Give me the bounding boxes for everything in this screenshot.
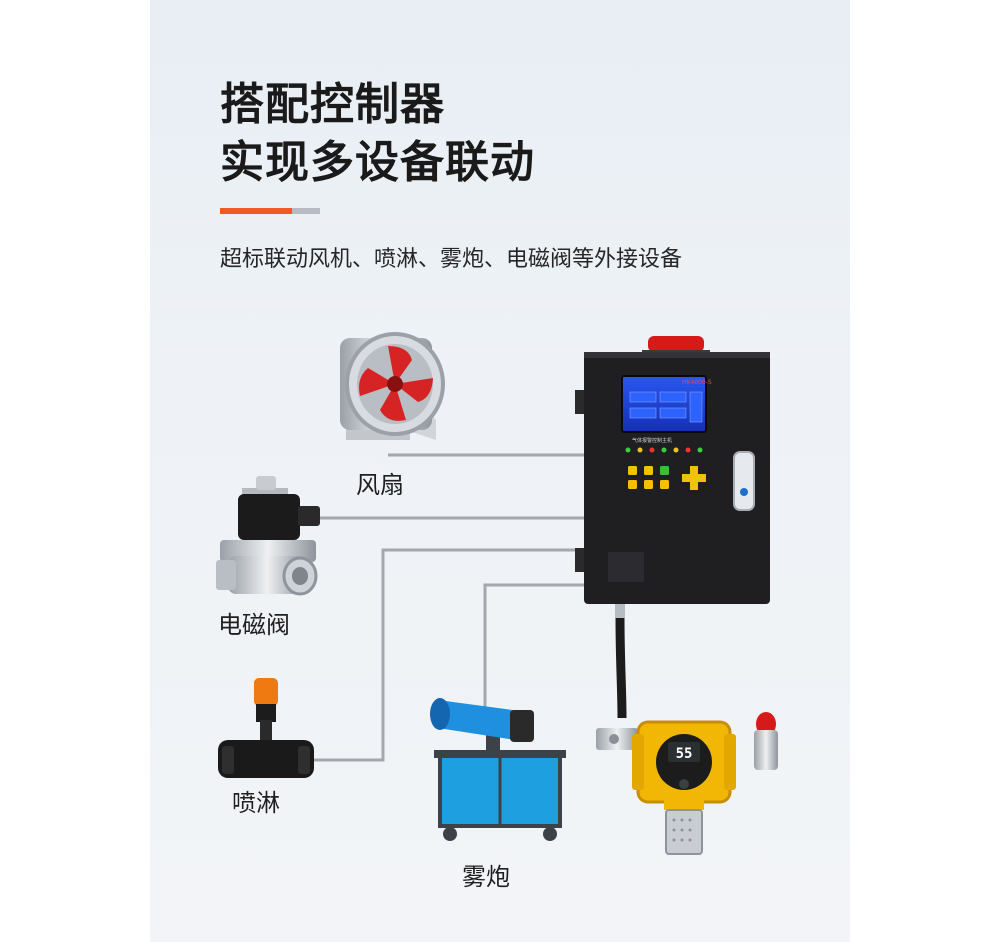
controller-model: HK4000-S bbox=[682, 379, 712, 386]
wire-fog-cannon bbox=[483, 583, 584, 730]
accent-divider bbox=[220, 208, 320, 214]
wire-sprinkler bbox=[310, 548, 584, 762]
controller-panel-text: 气体报警控制主机 bbox=[632, 437, 672, 444]
label-solenoid-valve: 电磁阀 bbox=[218, 611, 290, 639]
label-sprinkler: 喷淋 bbox=[232, 789, 280, 817]
fog-cannon-image bbox=[430, 698, 566, 841]
fan-image bbox=[340, 332, 445, 440]
controller-image: HK4000-S 气体报警控制主机 bbox=[575, 336, 770, 719]
connection-wires bbox=[302, 453, 584, 762]
linkage-diagram: HK4000-S 气体报警控制主机 bbox=[216, 332, 778, 855]
headline-line-2: 实现多设备联动 bbox=[220, 137, 535, 188]
label-fog-cannon: 雾炮 bbox=[462, 863, 510, 891]
keypad bbox=[628, 466, 706, 490]
subtitle: 超标联动风机、喷淋、雾炮、电磁阀等外接设备 bbox=[220, 247, 683, 272]
product-panel: 搭配控制器 实现多设备联动 超标联动风机、喷淋、雾炮、电磁阀等外接设备 bbox=[150, 0, 850, 942]
headline: 搭配控制器 实现多设备联动 bbox=[220, 76, 535, 192]
detector-reading: 55 bbox=[676, 746, 693, 762]
label-fan: 风扇 bbox=[356, 471, 404, 499]
headline-line-1: 搭配控制器 bbox=[220, 79, 445, 130]
gas-detector-image: 55 bbox=[596, 712, 778, 855]
indicator-lights bbox=[625, 447, 703, 453]
sprinkler-image bbox=[218, 678, 314, 778]
speaker-grille bbox=[608, 552, 644, 582]
solenoid-valve-image bbox=[216, 476, 320, 596]
